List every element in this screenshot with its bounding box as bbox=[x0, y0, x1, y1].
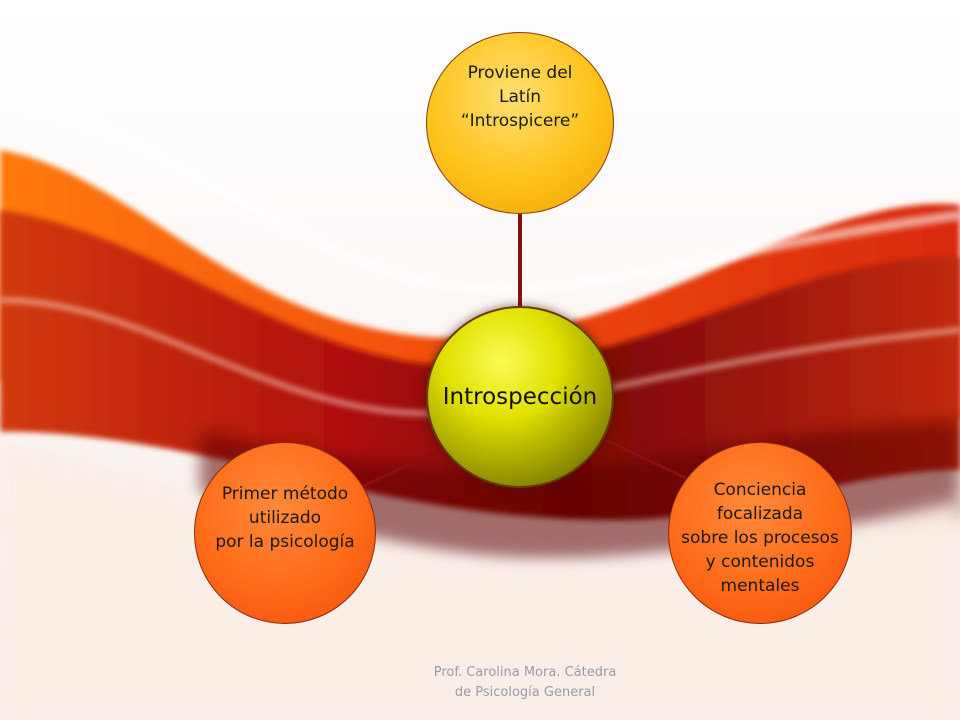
node-focused-awareness-label: Conciencia focalizada sobre los procesos… bbox=[681, 480, 839, 596]
connector-left bbox=[354, 448, 441, 492]
node-origin: Proviene del Latín “Introspicere” bbox=[426, 32, 614, 214]
bg-white-curve-1 bbox=[0, 95, 960, 294]
node-first-method: Primer método utilizado por la psicologí… bbox=[194, 442, 376, 624]
connector-right bbox=[605, 438, 691, 482]
footer-credit: Prof. Carolina Mora. Cátedra de Psicolog… bbox=[433, 665, 617, 700]
bg-white-curve-2 bbox=[0, 297, 960, 417]
node-origin-label: Proviene del Latín “Introspicere” bbox=[460, 63, 580, 131]
node-center-label: Introspección bbox=[442, 384, 598, 410]
node-center-introspection: Introspección bbox=[426, 306, 614, 488]
node-first-method-label: Primer método utilizado por la psicologí… bbox=[215, 484, 355, 552]
node-focused-awareness: Conciencia focalizada sobre los procesos… bbox=[668, 442, 852, 624]
